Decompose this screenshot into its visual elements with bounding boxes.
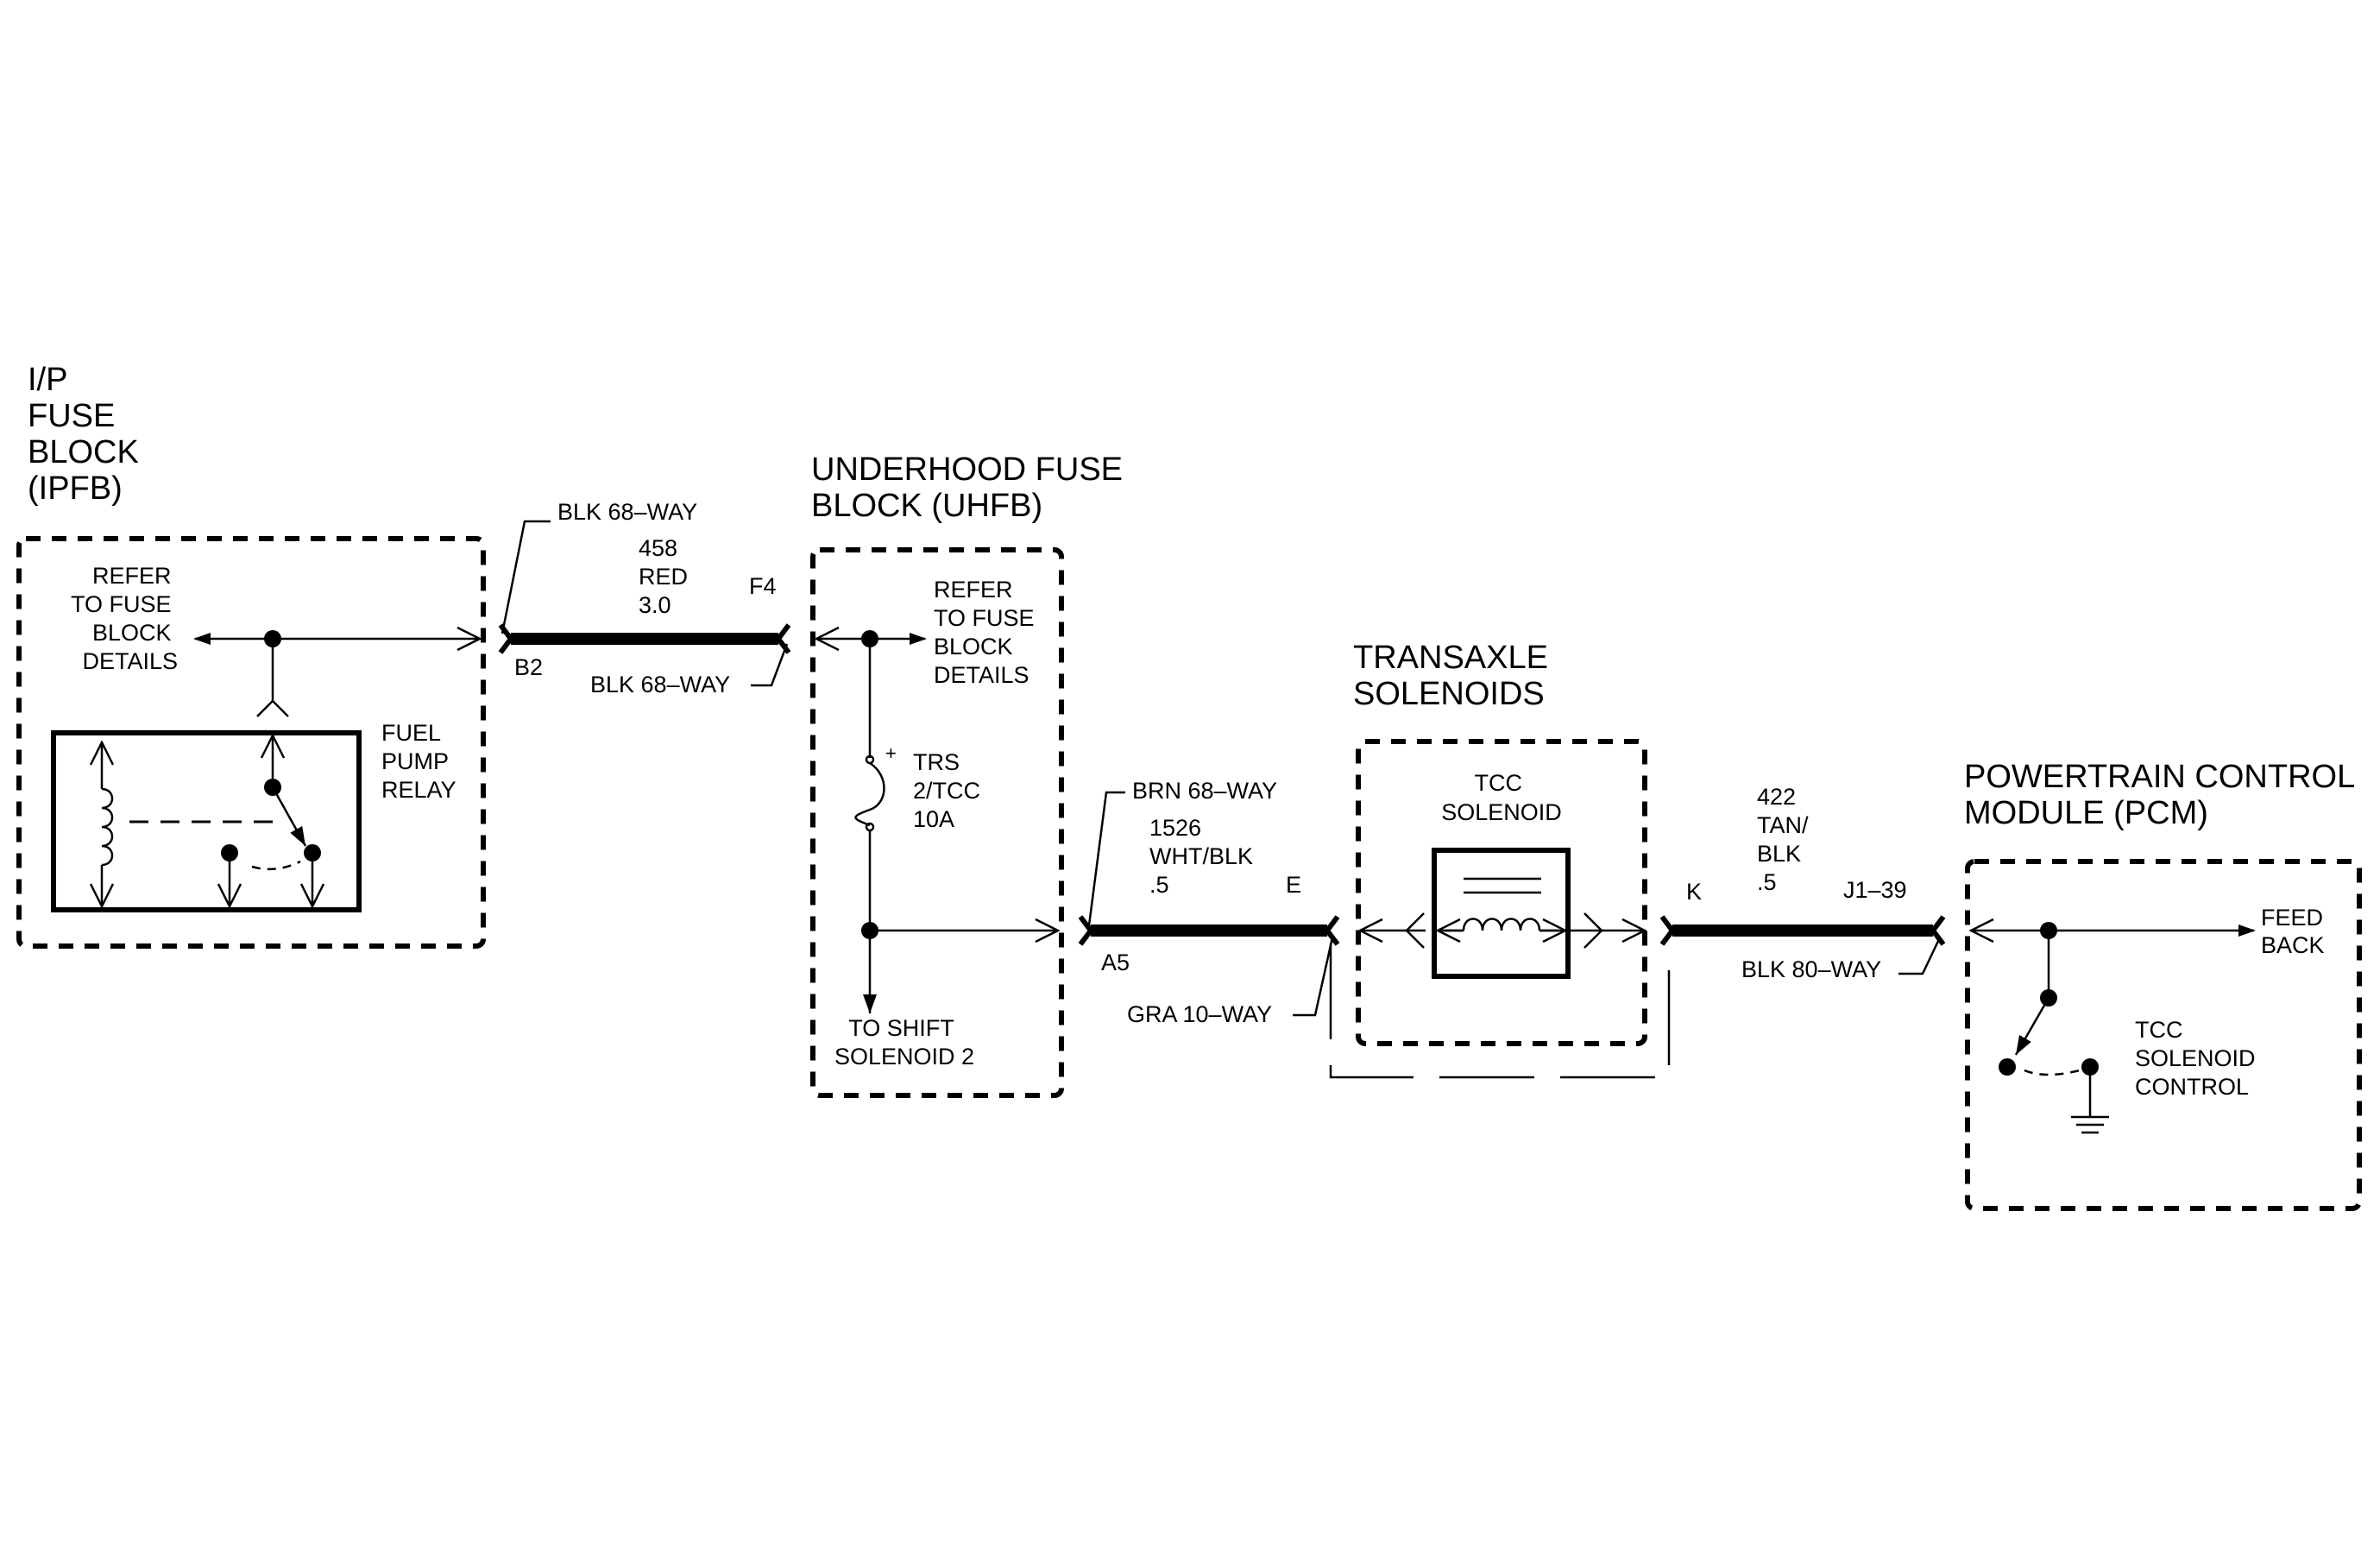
fuse-label: TRS 2/TCC 10A xyxy=(913,749,987,832)
relay-coil-icon xyxy=(101,787,114,867)
wire2-pin-left: A5 xyxy=(1101,950,1130,975)
wire2-connector-bottom: GRA 10–WAY xyxy=(1127,1001,1272,1027)
transaxle-connector-left xyxy=(1405,912,1425,949)
transaxle-title: TRANSAXLE SOLENOIDS xyxy=(1353,640,1558,712)
fuse-plus-sign: + xyxy=(885,742,897,764)
wire3-pin-left: K xyxy=(1686,879,1702,905)
fuse-terminal-top xyxy=(865,754,875,765)
wire3-pin-right: J1–39 xyxy=(1843,877,1907,903)
relay-switch-blade xyxy=(271,786,307,847)
wire2-circuit-label: 1526 WHT/BLK .5 xyxy=(1149,815,1260,898)
ipfb-title: I/P FUSE BLOCK (IPFB) xyxy=(28,362,148,507)
uhfb-refer-text: REFER TO FUSE BLOCK DETAILS xyxy=(934,577,1041,688)
wire2-connector-top: BRN 68–WAY xyxy=(1132,778,1277,804)
fuel-pump-relay-box xyxy=(51,730,362,912)
pcm-title: POWERTRAIN CONTROL MODULE (PCM) xyxy=(1964,759,2363,831)
wire2-section: BRN 68–WAY 1526 WHT/BLK .5 E A5 GRA 10–W… xyxy=(1078,778,1340,1027)
tcc-solenoid-label: TCC SOLENOID xyxy=(1441,770,1562,825)
wire1-end-left xyxy=(498,623,514,654)
wire1-section: BLK 68–WAY 458 RED 3.0 F4 B2 BLK 68–WAY xyxy=(498,499,791,697)
ipfb-box xyxy=(16,536,486,949)
wire3-circuit-label: 422 TAN/ BLK .5 xyxy=(1757,784,1815,895)
pcm-switch-dashed xyxy=(2024,1069,2081,1076)
wire3-end-left xyxy=(1659,915,1676,946)
uhfb-box xyxy=(810,547,1064,1098)
wire2-connector-bottom-leader xyxy=(1293,937,1334,1017)
ground-icon xyxy=(2071,1115,2109,1134)
ipfb-connector-symbol xyxy=(256,699,289,717)
ipfb-section: I/P FUSE BLOCK (IPFB) REFER TO FUSE BLOC… xyxy=(16,362,486,949)
fuel-pump-relay-label: FUEL PUMP RELAY xyxy=(381,720,456,803)
wire2-end-right xyxy=(1324,915,1340,946)
ipfb-refer-text: REFER TO FUSE BLOCK DETAILS xyxy=(71,563,178,674)
wire1-pin-left: B2 xyxy=(514,654,543,680)
pcm-switch-dot-left xyxy=(1999,1058,2016,1076)
wire1-circuit-label: 458 RED 3.0 xyxy=(639,535,695,618)
relay-contact-dashed xyxy=(251,860,301,871)
wire1-connector-bottom: BLK 68–WAY xyxy=(590,672,730,697)
transaxle-section: TRANSAXLE SOLENOIDS TCC SOLENOID xyxy=(1329,640,1671,1079)
fuse-icon xyxy=(854,761,885,827)
to-shift-solenoid-label: TO SHIFT SOLENOID 2 xyxy=(834,1015,974,1070)
uhfb-section: UNDERHOOD FUSE BLOCK (UHFB) REFER TO FUS… xyxy=(810,451,1132,1098)
tcc-solenoid-box xyxy=(1432,848,1571,979)
uhfb-title: UNDERHOOD FUSE BLOCK (UHFB) xyxy=(811,451,1132,524)
wire3-section: 422 TAN/ BLK .5 K J1–39 BLK 80–WAY xyxy=(1659,784,1946,982)
tcc-solenoid-coil-icon xyxy=(1462,918,1541,931)
transaxle-connector-right xyxy=(1584,912,1603,949)
wire1-connector-top: BLK 68–WAY xyxy=(557,499,697,525)
transaxle-box xyxy=(1356,739,1647,1046)
pcm-box xyxy=(1965,859,2362,1211)
wire3-connector-bottom: BLK 80–WAY xyxy=(1741,956,1881,982)
wire3-connector-bottom-leader xyxy=(1898,937,1942,975)
wire2-pin-right: E xyxy=(1286,872,1301,898)
wire1-connector-bottom-leader xyxy=(751,643,789,687)
wire1-end-right xyxy=(775,623,791,654)
pcm-section: POWERTRAIN CONTROL MODULE (PCM) FEED BAC… xyxy=(1964,759,2363,1211)
wire1-pin-right: F4 xyxy=(749,573,777,599)
pcm-switch-blade xyxy=(2014,997,2050,1056)
wire2-end-left xyxy=(1078,915,1094,946)
pcm-feedback-label: FEED BACK xyxy=(2261,905,2330,958)
tcc-solenoid-control-label: TCC SOLENOID CONTROL xyxy=(2135,1017,2262,1100)
fuse-terminal-bottom xyxy=(865,822,875,832)
transaxle-bracket xyxy=(1329,944,1671,1079)
wire2-connector-top-leader xyxy=(1087,791,1125,926)
wire1-connector-top-leader xyxy=(501,520,551,634)
